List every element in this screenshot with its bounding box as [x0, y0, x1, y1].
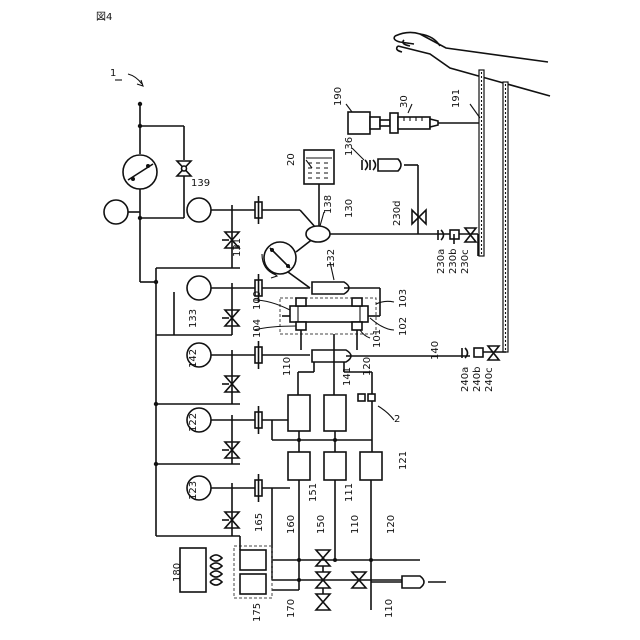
- label-240b: 240b: [472, 367, 483, 392]
- label-2: 2: [394, 414, 400, 425]
- label-121: 121: [398, 451, 409, 470]
- label-191: 191: [451, 89, 462, 108]
- box-upper-right: [324, 395, 346, 431]
- label-240c: 240c: [484, 367, 495, 392]
- label-140: 140: [430, 341, 441, 360]
- unit-2b: [368, 394, 375, 401]
- sensor-left: [104, 200, 128, 224]
- label-20: 20: [286, 153, 297, 166]
- dialyzer-100: [280, 298, 376, 334]
- drip-chamber-138: [306, 226, 330, 242]
- label-136: 136: [344, 137, 355, 156]
- label-103: 103: [398, 289, 409, 308]
- label-141: 141: [342, 367, 353, 386]
- label-133: 133: [188, 309, 199, 328]
- syringe-30: [348, 112, 484, 134]
- label-102: 102: [398, 317, 409, 336]
- label-165: 165: [254, 513, 265, 532]
- drip-chamber-132: [312, 282, 349, 294]
- label-175: 175: [252, 603, 263, 622]
- catheter-tubes: [478, 70, 508, 352]
- connector-group-230: [438, 228, 476, 244]
- label-170: 170: [286, 599, 297, 618]
- unit-2a: [358, 394, 365, 401]
- label-122: 122: [188, 413, 199, 432]
- label-131: 131: [232, 238, 243, 257]
- label-1: 1: [110, 68, 116, 79]
- label-110a: 110: [282, 357, 293, 376]
- label-150: 150: [316, 515, 327, 534]
- label-240a: 240a: [460, 367, 471, 392]
- box-upper-left: [288, 395, 310, 431]
- label-101: 101: [372, 329, 383, 348]
- valve-col-2: [222, 310, 239, 326]
- label-130: 130: [344, 199, 355, 218]
- bottom-section: [180, 536, 446, 610]
- label-2-leader: [378, 406, 394, 420]
- label-230c: 230c: [460, 249, 471, 274]
- label-120a: 120: [362, 357, 373, 376]
- label-180: 180: [172, 563, 183, 582]
- valve-col-3: [222, 376, 239, 392]
- left-control-column: [104, 102, 240, 536]
- filter-marks: [255, 196, 262, 502]
- label-120b: 120: [386, 515, 397, 534]
- leader-lines: [254, 104, 480, 338]
- drip-chamber-141: [312, 350, 351, 362]
- label-30: 30: [399, 95, 410, 108]
- label-151: 151: [308, 483, 319, 502]
- label-110b: 110: [350, 515, 361, 534]
- label-230a: 230a: [436, 249, 447, 274]
- figure-label: 図4: [96, 11, 112, 23]
- pump-131: [262, 242, 296, 278]
- connector-group-240: [462, 346, 499, 360]
- label-111: 111: [344, 483, 355, 502]
- label-139: 139: [191, 178, 210, 189]
- label-142: 142: [188, 349, 199, 368]
- box-151: [288, 452, 310, 480]
- device-180: [180, 548, 206, 592]
- label-132: 132: [326, 249, 337, 268]
- label-1-arrow: [128, 74, 142, 84]
- label-230d: 230d: [392, 201, 403, 226]
- label-190: 190: [333, 87, 344, 106]
- patient-arm-icon: [394, 32, 550, 96]
- valve-139: [177, 161, 191, 176]
- label-123: 123: [188, 481, 199, 500]
- label-110c: 110: [384, 599, 395, 618]
- valve-col-5: [222, 512, 239, 528]
- sensor-136: [362, 159, 418, 234]
- box-121: [360, 452, 382, 480]
- box-111: [324, 452, 346, 480]
- valve-col-4: [222, 442, 239, 458]
- label-160: 160: [286, 515, 297, 534]
- label-230b: 230b: [448, 249, 459, 274]
- valve-230d: [412, 210, 426, 224]
- label-138: 138: [323, 195, 334, 214]
